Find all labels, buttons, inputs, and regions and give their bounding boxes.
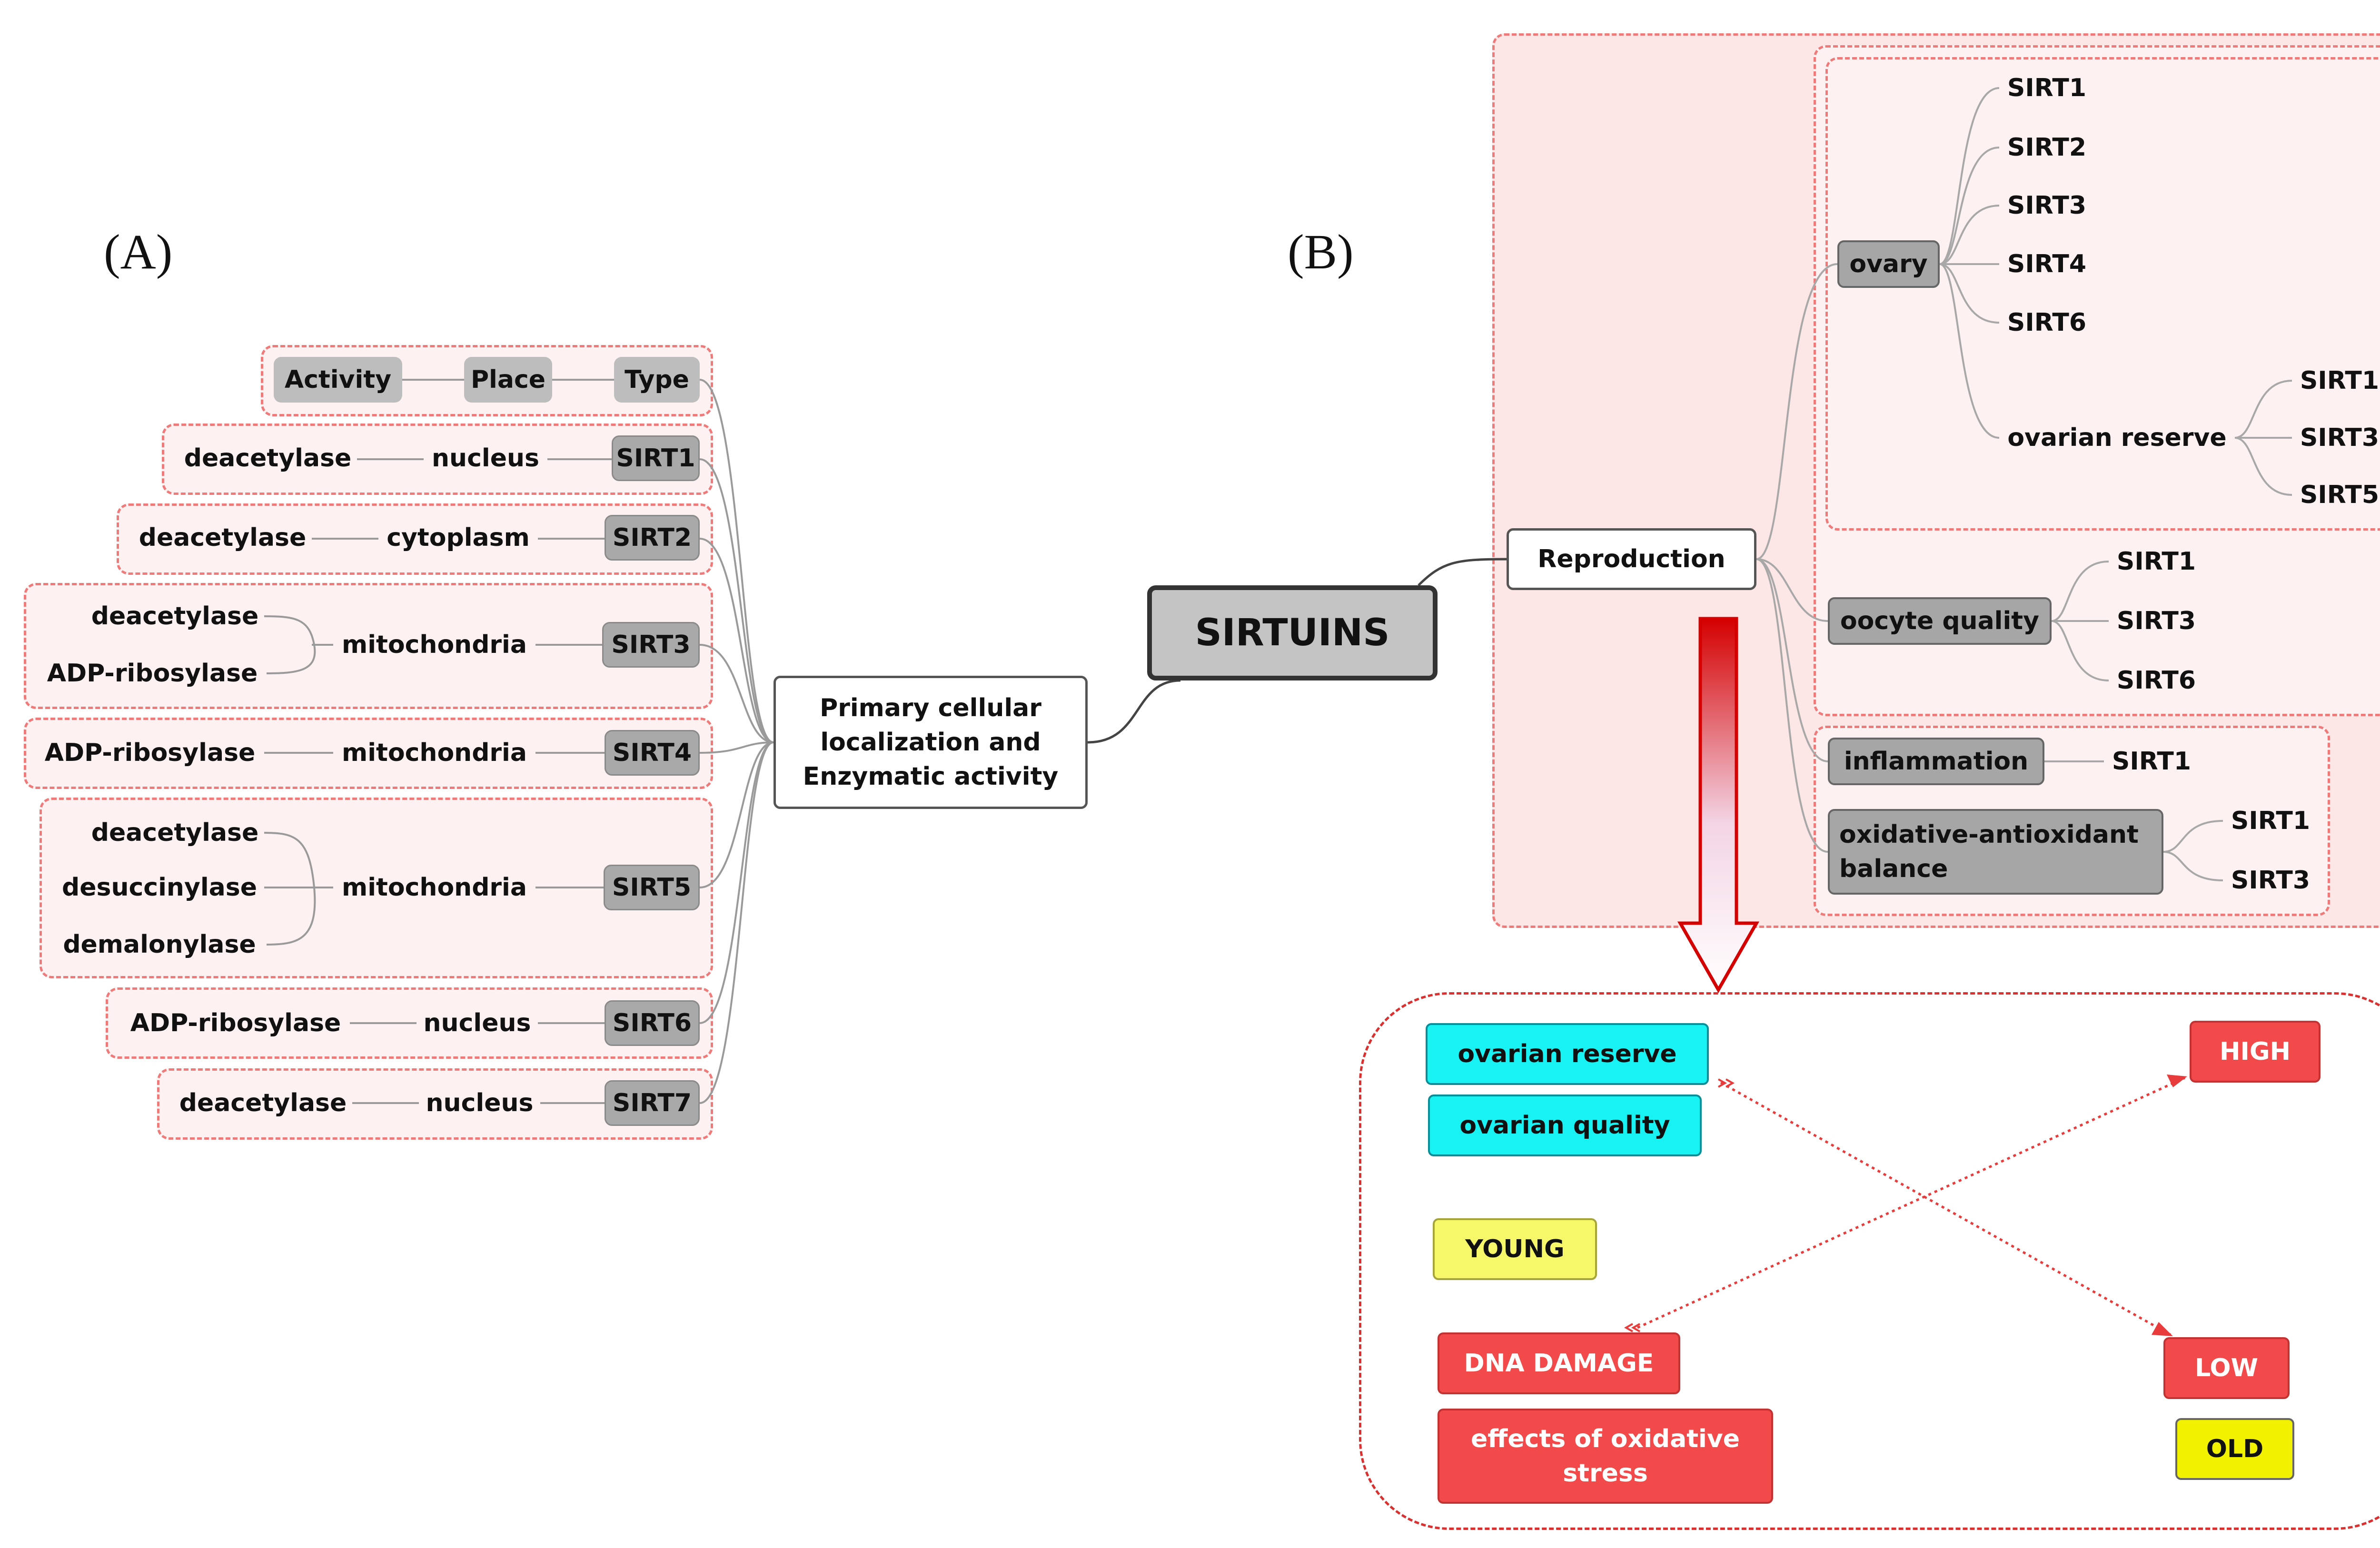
transition-arrow	[1677, 617, 1760, 994]
ovarian-quality-box: ovarian quality	[1428, 1094, 1702, 1156]
row7-place: nucleus	[426, 1089, 534, 1117]
arrow-tail	[1624, 1323, 1640, 1332]
sirt3-group	[24, 583, 713, 709]
inflammation-node: inflammation	[1828, 738, 2044, 785]
dna-damage-box: DNA DAMAGE	[1438, 1332, 1680, 1394]
connector-line	[699, 741, 774, 1104]
old-box: OLD	[2175, 1418, 2294, 1480]
oxidative-child-2: SIRT3	[2231, 866, 2311, 895]
connector-line	[1756, 558, 1828, 762]
connector-line	[1756, 558, 1828, 853]
reserve-child-2: SIRT3	[2300, 424, 2380, 452]
panel-a-root: Primary cellular localization and Enzyma…	[774, 676, 1088, 809]
oxidative-stress-box: effects of oxidative stress	[1438, 1409, 1773, 1504]
connector-line	[2163, 820, 2223, 853]
connector-line	[1756, 558, 1828, 622]
row2-place: cytoplasm	[387, 523, 530, 552]
connector-line	[264, 615, 316, 674]
connector-line	[2051, 561, 2109, 622]
connector-line	[1939, 263, 2000, 324]
connector-line	[1939, 147, 2000, 265]
ovary-child-3: SIRT3	[2007, 191, 2087, 220]
oxidative-node: oxidative-antioxidant balance	[1828, 809, 2163, 895]
row3-activity-2: ADP-ribosylase	[47, 659, 258, 688]
dotted-arrow	[1720, 1081, 2172, 1336]
connector-line	[2163, 851, 2223, 881]
row5-place: mitochondria	[342, 873, 527, 902]
oocyte-quality-node: oocyte quality	[1828, 597, 2052, 645]
reserve-child-1: SIRT1	[2300, 366, 2380, 395]
connector-line	[699, 741, 774, 1024]
high-box: HIGH	[2190, 1021, 2320, 1083]
ovary-child-5: SIRT6	[2007, 308, 2087, 337]
ovarian-reserve-node: ovarian reserve	[2007, 424, 2227, 452]
header-type: Type	[614, 357, 700, 403]
ovary-child-2: SIRT2	[2007, 133, 2087, 162]
connector-line	[2051, 620, 2109, 681]
row1-sirt: SIRT1	[612, 435, 700, 481]
connector-line	[1087, 679, 1181, 744]
sirtuins-title: SIRTUINS	[1147, 585, 1438, 680]
connector-line	[1756, 263, 1838, 560]
row2-sirt: SIRT2	[605, 515, 700, 561]
row5-activity-3: demalonylase	[63, 930, 256, 959]
connector-line	[1939, 263, 2000, 439]
row5-activity-2: desuccinylase	[62, 873, 257, 902]
header-activity: Activity	[274, 357, 402, 403]
row4-place: mitochondria	[342, 739, 527, 767]
row5-activity-1: deacetylase	[91, 818, 259, 847]
row6-activity: ADP-ribosylase	[130, 1009, 341, 1037]
oxidative-child-1: SIRT1	[2231, 807, 2311, 835]
ovary-group	[1825, 57, 2380, 531]
reproduction-node: Reproduction	[1507, 528, 1756, 590]
row3-activity-1: deacetylase	[91, 602, 259, 631]
row6-sirt: SIRT6	[605, 1000, 700, 1046]
low-box: LOW	[2163, 1337, 2290, 1399]
ovary-child-1: SIRT1	[2007, 74, 2087, 102]
ovarian-reserve-box: ovarian reserve	[1426, 1023, 1709, 1085]
connector-line	[699, 644, 774, 743]
connector-line	[264, 832, 316, 946]
oocyte-child-3: SIRT6	[2116, 666, 2196, 695]
connector-line	[2234, 437, 2292, 496]
oocyte-child-1: SIRT1	[2116, 547, 2196, 576]
row7-sirt: SIRT7	[605, 1080, 700, 1126]
connector-line	[699, 458, 774, 743]
row3-sirt: SIRT3	[602, 622, 700, 668]
connector-line	[1418, 558, 1507, 586]
inflammation-child-1: SIRT1	[2112, 747, 2192, 776]
row2-activity: deacetylase	[139, 523, 307, 552]
row1-activity: deacetylase	[184, 444, 352, 473]
header-place: Place	[464, 357, 552, 403]
arrow-head	[2167, 1075, 2187, 1087]
ovary-node: ovary	[1837, 240, 1940, 288]
oocyte-child-2: SIRT3	[2116, 607, 2196, 635]
connector-line	[699, 379, 774, 743]
connector-line	[1939, 87, 2000, 265]
young-box: YOUNG	[1433, 1218, 1597, 1280]
connector-line	[1939, 205, 2000, 265]
arrow-tail	[1718, 1078, 1735, 1088]
reserve-child-3: SIRT5	[2300, 481, 2380, 509]
ovary-child-4: SIRT4	[2007, 250, 2087, 278]
row7-activity: deacetylase	[179, 1089, 347, 1117]
row5-sirt: SIRT5	[604, 865, 700, 910]
panel-a-label: (A)	[104, 225, 173, 279]
row1-place: nucleus	[432, 444, 539, 473]
arrow-head	[2152, 1322, 2173, 1336]
connector-line	[2234, 380, 2292, 439]
connector-line	[699, 741, 774, 754]
dotted-arrow	[1636, 1076, 2186, 1329]
row4-activity: ADP-ribosylase	[44, 739, 256, 767]
connector-line	[699, 538, 774, 743]
sirt4-group	[24, 718, 713, 789]
row4-sirt: SIRT4	[605, 730, 700, 776]
row6-place: nucleus	[423, 1009, 531, 1037]
connector-line	[699, 741, 774, 888]
row3-place: mitochondria	[342, 631, 527, 659]
panel-b-label: (B)	[1288, 225, 1354, 279]
